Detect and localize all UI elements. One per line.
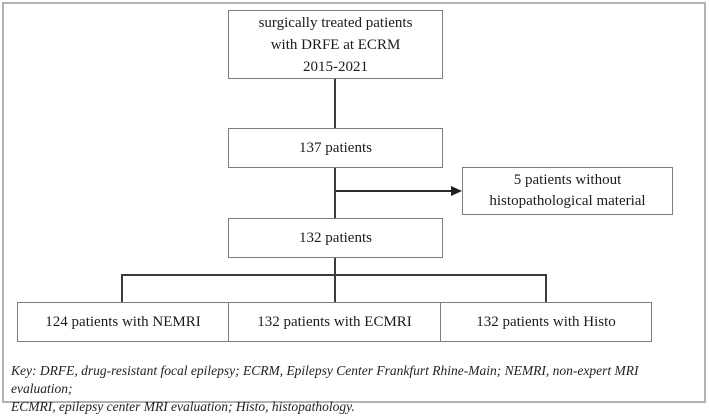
figure-key-line-1: Key: DRFE, drug-resistant focal epilepsy… bbox=[11, 363, 639, 396]
connector-132-to-branch bbox=[334, 258, 336, 275]
branch-drop-left bbox=[121, 274, 123, 302]
flow-box-histo: 132 patients with Histo bbox=[440, 302, 652, 342]
branch-drop-middle bbox=[334, 274, 336, 302]
connector-top-to-137 bbox=[334, 79, 336, 128]
flow-box-excluded-label: 5 patients without histopathological mat… bbox=[489, 172, 646, 209]
flow-box-nemri-label: 124 patients with NEMRI bbox=[45, 313, 201, 330]
flow-box-137-patients: 137 patients bbox=[228, 128, 443, 168]
exclusion-arrow-head-icon bbox=[451, 186, 462, 196]
flow-box-ecmri-label: 132 patients with ECMRI bbox=[257, 313, 412, 330]
flow-box-excluded-patients: 5 patients without histopathological mat… bbox=[462, 167, 673, 215]
flow-box-ecmri: 132 patients with ECMRI bbox=[228, 302, 441, 342]
figure-border bbox=[2, 2, 706, 403]
flow-box-137-label: 137 patients bbox=[299, 139, 372, 156]
flow-box-initial-line-3: 2015-2021 bbox=[303, 58, 368, 75]
branch-drop-right bbox=[545, 274, 547, 302]
figure-key-line-2: ECMRI, epilepsy center MRI evaluation; H… bbox=[11, 399, 355, 414]
exclusion-arrow-line bbox=[336, 190, 452, 192]
flow-box-initial-line-2: with DRFE at ECRM bbox=[270, 36, 401, 53]
flow-box-histo-label: 132 patients with Histo bbox=[476, 313, 616, 330]
flow-box-initial-cohort: surgically treated patients with DRFE at… bbox=[228, 10, 443, 79]
flow-box-nemri: 124 patients with NEMRI bbox=[17, 302, 229, 342]
flow-box-132-label: 132 patients bbox=[299, 229, 372, 246]
flow-box-initial-line-1: surgically treated patients bbox=[258, 14, 413, 31]
connector-137-to-132 bbox=[334, 168, 336, 218]
figure-key: Key: DRFE, drug-resistant focal epilepsy… bbox=[11, 362, 701, 416]
flow-box-132-patients: 132 patients bbox=[228, 218, 443, 258]
